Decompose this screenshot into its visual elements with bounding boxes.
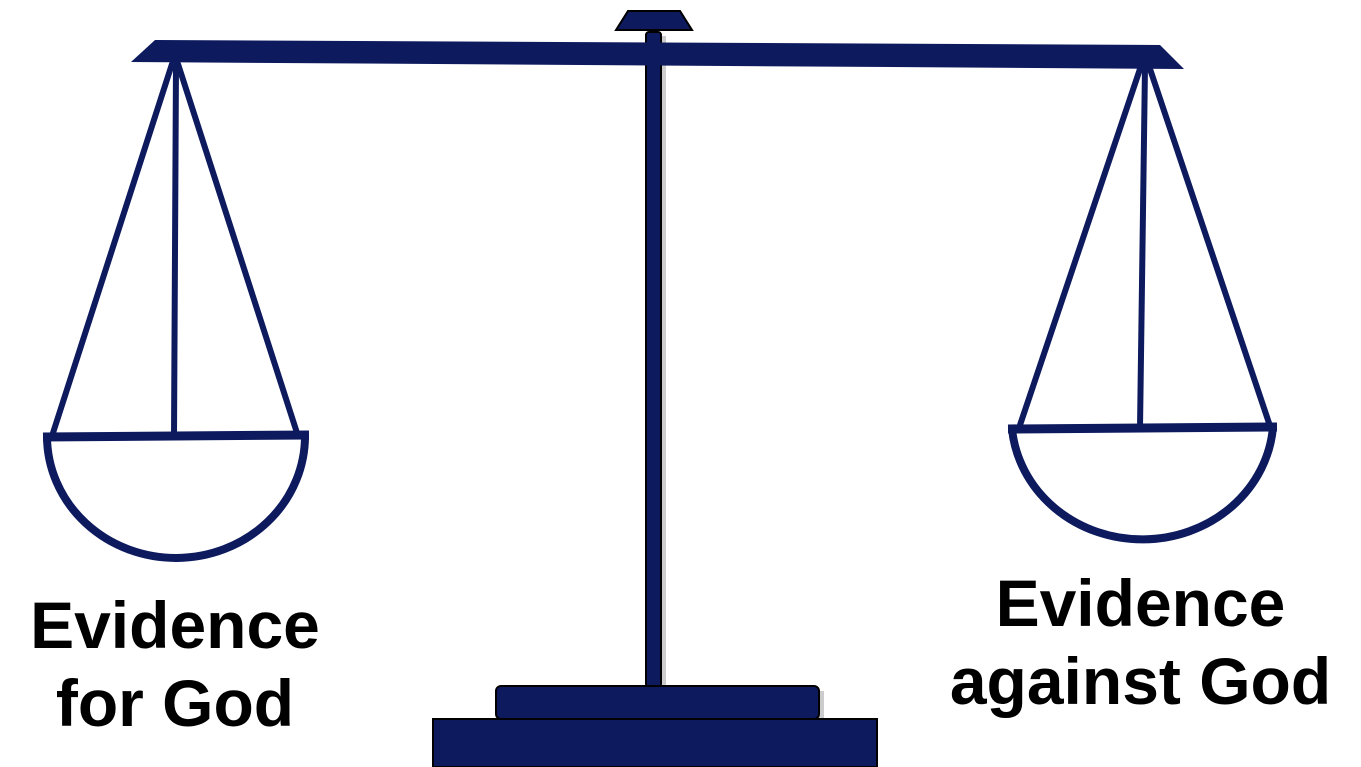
left-pan-hangers <box>52 64 298 436</box>
scale-base-lower <box>433 719 877 767</box>
scale-base-upper <box>496 686 819 719</box>
evidence-against-god-line2: against God <box>920 642 1361 720</box>
scale-pillar <box>646 32 661 687</box>
evidence-against-god-label: Evidence against God <box>920 564 1361 720</box>
evidence-for-god-line1: Evidence <box>0 586 350 664</box>
right-pan-bowl <box>1012 427 1273 539</box>
scale-finial <box>616 11 692 30</box>
right-pan-hangers <box>1019 66 1270 428</box>
evidence-against-god-line1: Evidence <box>920 564 1361 642</box>
left-pan-bowl <box>47 435 305 558</box>
evidence-for-god-label: Evidence for God <box>0 586 350 742</box>
evidence-for-god-line2: for God <box>0 664 350 742</box>
scale-beam <box>131 40 1184 69</box>
left-pan-rim <box>43 435 309 437</box>
right-pan-rim <box>1008 427 1277 429</box>
